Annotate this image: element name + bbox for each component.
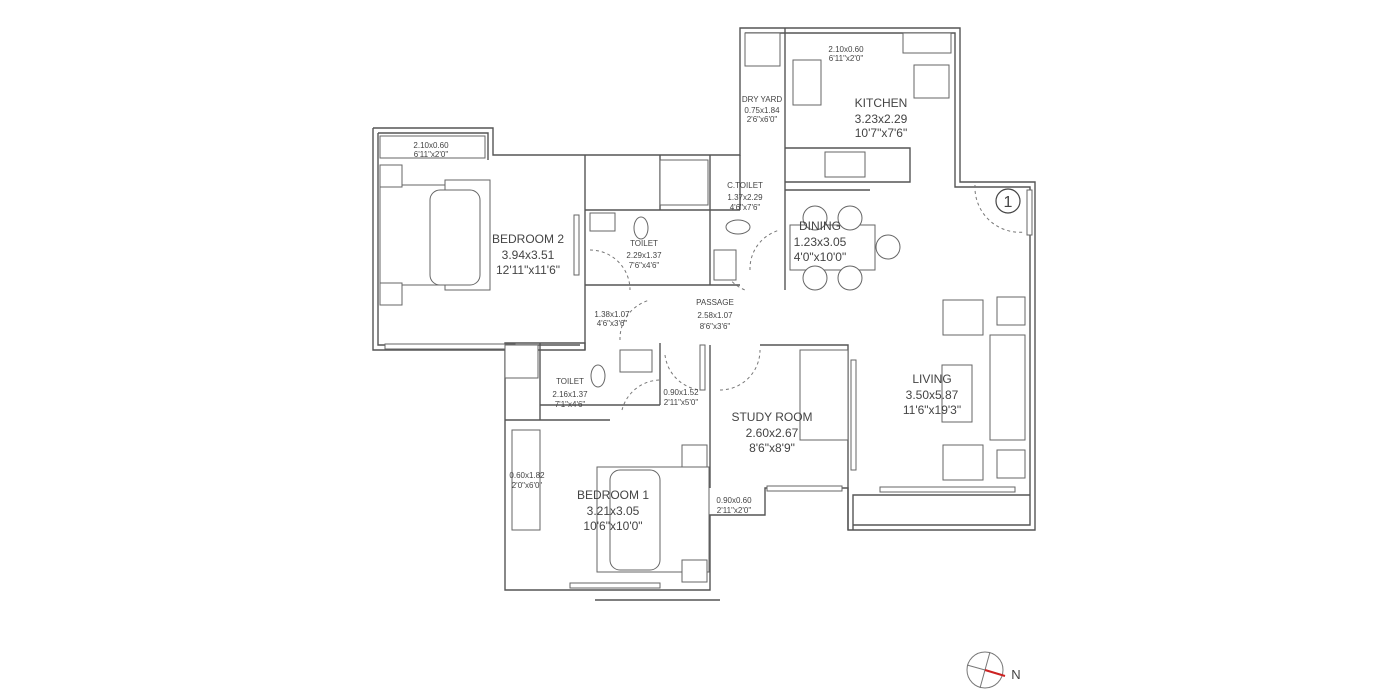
kitchen-counter-metric: 2.10x0.60	[828, 45, 864, 54]
toilet-bottom-name: TOILET	[556, 377, 584, 386]
toilet-bottom-imperial: 7'1"x4'6"	[555, 400, 586, 409]
living-imperial: 11'6"x19'3"	[903, 403, 961, 417]
toilet-top-imperial: 7'6"x4'6"	[629, 261, 660, 270]
passage-imperial: 8'6"x3'6"	[700, 322, 731, 331]
c-toilet-name: C.TOILET	[727, 181, 763, 190]
kitchen-imperial: 10'7"x7'6"	[855, 126, 907, 140]
study-imperial: 8'6"x8'9"	[749, 441, 795, 455]
bedroom2-wardrobe-imperial: 6'11"x2'0"	[414, 150, 449, 159]
dining-name: DINING	[799, 219, 841, 233]
dining-imperial: 4'0"x10'0"	[794, 250, 846, 264]
bedroom2-name: BEDROOM 2	[492, 232, 564, 246]
c-toilet-imperial: 4'6"x7'6"	[730, 203, 761, 212]
dry-yard-name: DRY YARD	[742, 95, 783, 104]
study-name: STUDY ROOM	[731, 410, 812, 424]
bedroom2-imperial: 12'11"x11'6"	[496, 263, 560, 277]
kitchen-counter-imperial: 6'11"x2'0"	[829, 54, 864, 63]
c-toilet-metric: 1.37x2.29	[727, 193, 763, 202]
furniture	[379, 32, 1026, 583]
compass-icon: N	[966, 651, 1021, 689]
compass-north-label: N	[1011, 667, 1020, 682]
bedroom1-name: BEDROOM 1	[577, 488, 649, 502]
bedroom1-wardrobe-imperial: 2'0"x6'0"	[512, 481, 543, 490]
windows	[384, 189, 1033, 589]
living-name: LIVING	[912, 372, 951, 386]
door-swings	[589, 184, 1026, 411]
bedroom1-metric: 3.21x3.05	[587, 504, 640, 518]
bedroom1-wardrobe-metric: 0.60x1.82	[509, 471, 545, 480]
passage-name: PASSAGE	[696, 298, 734, 307]
dry-yard-imperial: 2'6"x6'0"	[747, 115, 778, 124]
toilet-top-name: TOILET	[630, 239, 658, 248]
lobby-metric: 1.38x1.07	[594, 310, 630, 319]
dining-metric: 1.23x3.05	[794, 235, 847, 249]
toilet-wc	[633, 216, 649, 240]
dry-yard-metric: 0.75x1.84	[744, 106, 780, 115]
room-labels: BEDROOM 2 3.94x3.51 12'11"x11'6" 2.10x0.…	[413, 45, 961, 533]
kitchen-name: KITCHEN	[855, 96, 908, 110]
study-metric: 2.60x2.67	[746, 426, 799, 440]
toilet-bottom-metric: 2.16x1.37	[552, 390, 588, 399]
niche-imperial: 2'11"x2'0"	[717, 506, 752, 515]
entrance-marker: 1	[995, 188, 1021, 214]
living-metric: 3.50x5.87	[906, 388, 959, 402]
lobby-imperial: 4'6"x3'6"	[597, 319, 628, 328]
bedroom1-imperial: 10'6"x10'0"	[583, 519, 642, 533]
kitchen-metric: 3.23x2.29	[855, 112, 908, 126]
passage-metric: 2.58x1.07	[697, 311, 733, 320]
entrance-number: 1	[1004, 194, 1013, 211]
bedroom2-metric: 3.94x3.51	[502, 248, 555, 262]
bed1-passage-metric: 0.90x1.52	[663, 388, 699, 397]
niche-metric: 0.90x0.60	[716, 496, 752, 505]
bedroom2-wardrobe-metric: 2.10x0.60	[413, 141, 449, 150]
toilet-top-metric: 2.29x1.37	[626, 251, 662, 260]
bed1-passage-imperial: 2'11"x5'0"	[664, 398, 699, 407]
